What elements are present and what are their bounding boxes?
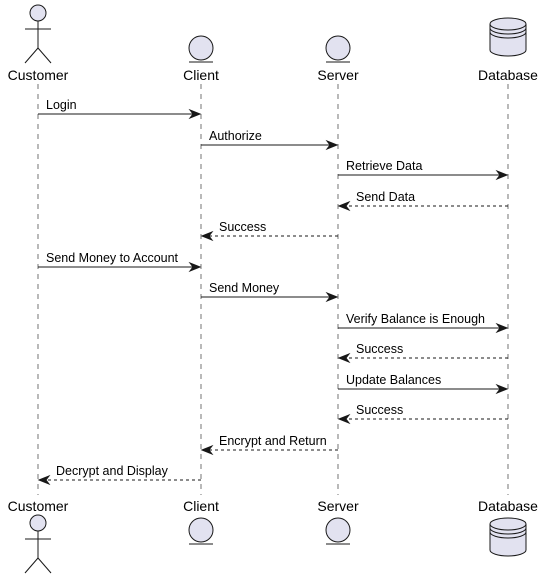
participant-label-bottom: Client bbox=[183, 498, 219, 514]
entity-icon bbox=[325, 35, 351, 63]
message-arrow bbox=[37, 474, 201, 486]
message-label: Retrieve Data bbox=[346, 159, 422, 173]
database-icon bbox=[489, 17, 527, 57]
message-arrow bbox=[201, 139, 339, 151]
database-icon bbox=[489, 517, 527, 557]
actor-icon bbox=[24, 514, 52, 574]
message-arrow bbox=[38, 261, 202, 273]
message-label: Update Balances bbox=[346, 373, 441, 387]
message-arrow bbox=[337, 413, 508, 425]
message-label: Send Data bbox=[356, 190, 415, 204]
message-label: Login bbox=[46, 98, 77, 112]
message-arrow bbox=[200, 230, 338, 242]
participant-label-bottom: Database bbox=[478, 498, 538, 514]
participant-label-top: Database bbox=[478, 67, 538, 83]
message-label: Success bbox=[219, 220, 266, 234]
participant-label-top: Client bbox=[183, 67, 219, 83]
message-label: Verify Balance is Enough bbox=[346, 312, 485, 326]
message-arrow bbox=[38, 108, 202, 120]
message-arrow bbox=[337, 200, 508, 212]
entity-icon bbox=[188, 517, 214, 545]
message-arrow bbox=[201, 291, 339, 303]
message-label: Send Money to Account bbox=[46, 251, 179, 265]
message-label: Authorize bbox=[209, 129, 262, 143]
participant-label-top: Customer bbox=[8, 67, 69, 83]
entity-icon bbox=[325, 517, 351, 545]
actor-icon bbox=[24, 4, 52, 64]
participant-label-bottom: Server bbox=[317, 498, 359, 514]
message-arrow bbox=[200, 444, 338, 456]
message-label: Send Money bbox=[209, 281, 280, 295]
message-label: Decrypt and Display bbox=[56, 464, 169, 478]
entity-icon bbox=[188, 35, 214, 63]
participant-label-top: Server bbox=[317, 67, 359, 83]
message-arrow bbox=[338, 169, 509, 181]
message-arrow bbox=[337, 352, 508, 364]
message-label: Success bbox=[356, 342, 403, 356]
message-arrow bbox=[338, 383, 509, 395]
message-arrow bbox=[338, 322, 509, 334]
participant-label-bottom: Customer bbox=[8, 498, 69, 514]
message-label: Success bbox=[356, 403, 403, 417]
message-label: Encrypt and Return bbox=[219, 434, 327, 448]
